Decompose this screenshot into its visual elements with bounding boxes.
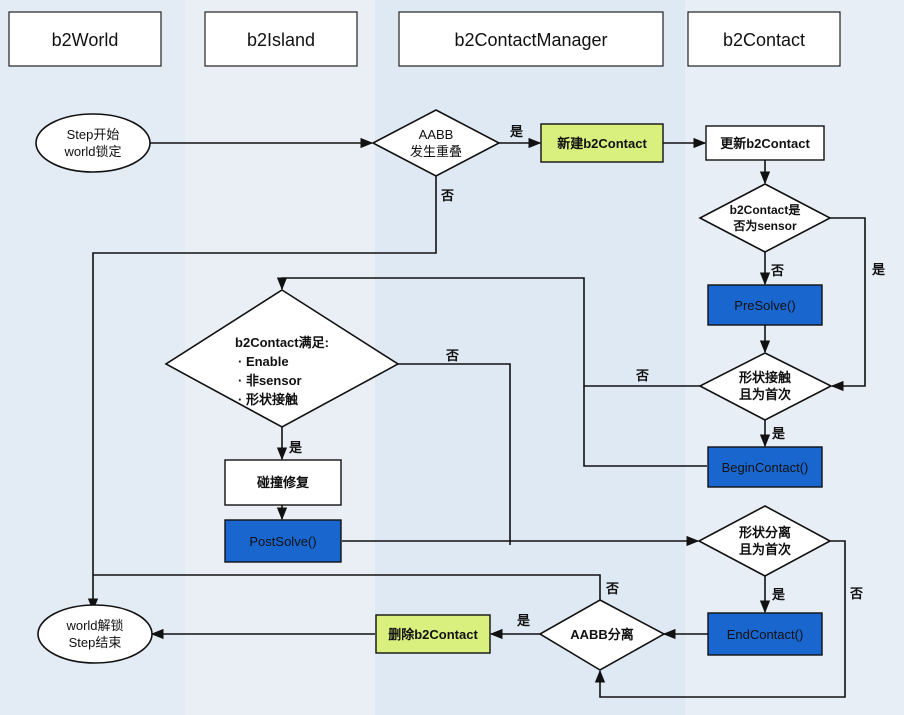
svg-text:Step开始: Step开始 xyxy=(67,127,120,142)
svg-text:b2Contact是: b2Contact是 xyxy=(730,203,802,217)
label-aabbsep-no: 否 xyxy=(605,581,619,596)
svg-text:b2ContactManager: b2ContactManager xyxy=(454,30,607,50)
label-overlap-yes: 是 xyxy=(509,124,524,139)
label-aabbsep-yes: 是 xyxy=(516,613,531,628)
node-condition: b2Contact满足: · Enable · 非sensor · 形状接触 xyxy=(164,289,400,428)
svg-text:EndContact(): EndContact() xyxy=(727,627,804,642)
node-begin-contact: BeginContact() xyxy=(707,446,823,488)
node-postsolve: PostSolve() xyxy=(224,519,342,563)
edge-begin-join xyxy=(583,386,707,467)
svg-text:BeginContact(): BeginContact() xyxy=(722,460,809,475)
svg-text:b2Island: b2Island xyxy=(247,30,315,50)
node-step-start: Step开始 world锁定 xyxy=(35,113,151,173)
svg-text:更新b2Contact: 更新b2Contact xyxy=(720,136,810,151)
svg-text:新建b2Contact: 新建b2Contact xyxy=(557,136,647,151)
label-cond-no: 否 xyxy=(445,348,459,363)
svg-text:删除b2Contact: 删除b2Contact xyxy=(388,627,478,642)
node-presolve: PreSolve() xyxy=(707,284,823,326)
svg-text:world锁定: world锁定 xyxy=(63,144,121,159)
label-overlap-no: 否 xyxy=(440,188,454,203)
svg-text:b2World: b2World xyxy=(52,30,119,50)
node-first-separate: 形状分离 且为首次 xyxy=(697,505,832,577)
svg-text:形状接触: 形状接触 xyxy=(739,370,791,385)
label-cond-yes: 是 xyxy=(288,440,303,455)
svg-text:b2Contact: b2Contact xyxy=(723,30,805,50)
svg-text:· 非sensor: · 非sensor xyxy=(238,373,302,388)
svg-text:Step结束: Step结束 xyxy=(69,635,122,650)
node-first-touch: 形状接触 且为首次 xyxy=(698,352,833,421)
node-end-contact: EndContact() xyxy=(707,612,823,656)
node-is-sensor: b2Contact是 否为sensor xyxy=(698,183,832,253)
node-new-contact: 新建b2Contact xyxy=(540,123,664,163)
lane-header-contactmanager: b2ContactManager xyxy=(398,11,664,67)
label-sensor-yes: 是 xyxy=(871,262,886,277)
edge-cond-no xyxy=(397,363,511,545)
svg-text:PostSolve(): PostSolve() xyxy=(249,534,316,549)
svg-text:且为首次: 且为首次 xyxy=(739,387,791,402)
node-update-contact: 更新b2Contact xyxy=(705,125,825,161)
label-touch-no: 否 xyxy=(635,368,649,383)
svg-text:AABB: AABB xyxy=(419,127,454,142)
node-delete-contact: 删除b2Contact xyxy=(375,614,491,654)
label-sensor-no: 否 xyxy=(770,263,784,278)
svg-text:AABB分离: AABB分离 xyxy=(570,627,634,642)
edge-overlap-no xyxy=(87,176,437,612)
svg-text:PreSolve(): PreSolve() xyxy=(734,298,795,313)
edge-sensor-yes xyxy=(830,217,866,392)
svg-text:且为首次: 且为首次 xyxy=(739,542,791,557)
edge-touch-no xyxy=(276,277,700,387)
lane-header-island: b2Island xyxy=(204,11,358,67)
label-separate-no: 否 xyxy=(849,586,863,601)
svg-text:· 形状接触: · 形状接触 xyxy=(238,392,298,407)
node-aabb-separate: AABB分离 xyxy=(538,599,666,671)
node-aabb-overlap: AABB 发生重叠 xyxy=(371,109,501,177)
svg-text:· Enable: · Enable xyxy=(238,354,289,369)
svg-text:b2Contact满足:: b2Contact满足: xyxy=(235,335,329,350)
svg-text:发生重叠: 发生重叠 xyxy=(410,144,462,159)
label-separate-yes: 是 xyxy=(771,587,786,602)
node-collision-fix: 碰撞修复 xyxy=(224,459,342,506)
edge-separate-no xyxy=(594,540,846,698)
svg-text:碰撞修复: 碰撞修复 xyxy=(257,475,310,490)
svg-text:world解锁: world解锁 xyxy=(65,618,123,633)
lane-header-contact: b2Contact xyxy=(687,11,841,67)
lane-header-world: b2World xyxy=(8,11,162,67)
svg-text:形状分离: 形状分离 xyxy=(739,525,791,540)
label-touch-yes: 是 xyxy=(771,426,786,441)
edge-aabbsep-no xyxy=(93,574,601,600)
node-world-unlock: world解锁 Step结束 xyxy=(37,604,153,664)
svg-text:否为sensor: 否为sensor xyxy=(732,218,797,233)
lane-bg-contact xyxy=(685,0,904,715)
